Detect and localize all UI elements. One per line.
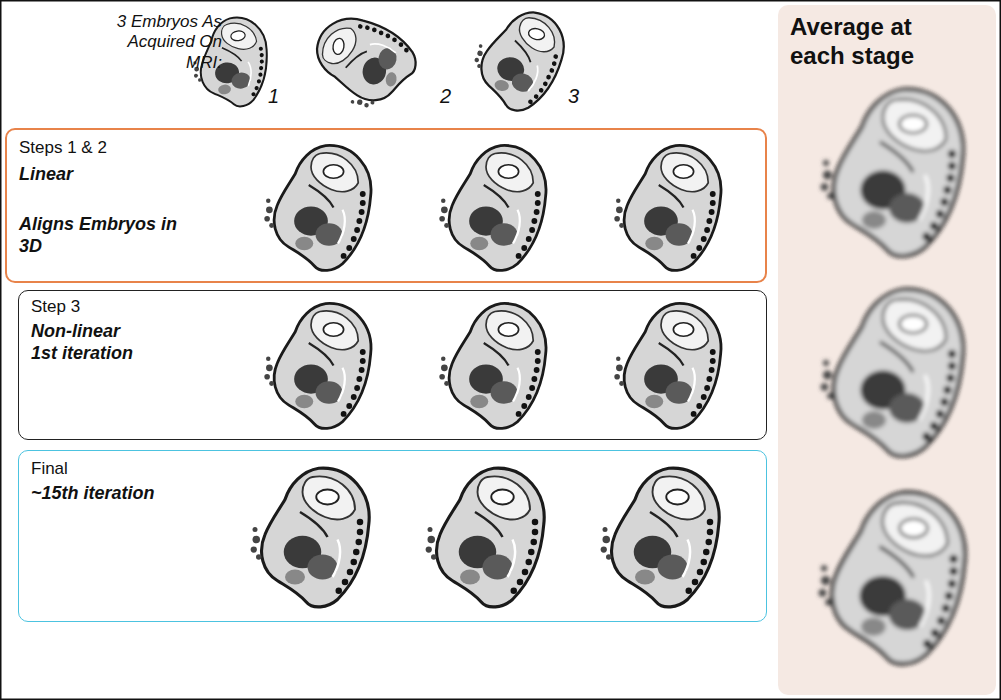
step-panel: Final ~15th iteration [18,450,767,622]
panel-text: ~15th iteration [31,483,231,505]
step-panel: Steps 1 & 2 LinearAligns Embryos in 3D [5,128,767,283]
average-panel: Average at each stage [778,5,996,695]
embryo-final [251,468,370,607]
panel-heading: Final [31,459,231,479]
embryo-raw [466,2,570,118]
panel-text: Linear [19,164,219,186]
embryo-number: 1 [268,84,288,108]
embryo-final [426,468,545,607]
embryo-average [821,89,963,256]
step-panel: Step 3 Non-linear 1st iteration [18,290,767,440]
embryo-raw [308,13,421,114]
embryo-nonlinear [614,303,721,428]
embryo-number: 3 [568,84,588,108]
panel-heading: Average at each stage [790,13,955,71]
panel-heading: Step 3 [31,297,231,317]
embryo-linear [614,145,721,270]
embryo-nonlinear [439,303,546,428]
panel-text: Non-linear 1st iteration [31,321,143,364]
embryo-nonlinear [264,303,371,428]
embryo-linear [264,145,371,270]
row-heading: 3 Embryos As Acquired On MRI: [100,12,222,73]
embryo-average [821,289,963,456]
embryo-average [819,493,965,664]
embryo-linear [439,145,546,270]
average-panel-fill [778,5,996,695]
embryo-number: 2 [440,84,460,108]
embryo-final [601,468,720,607]
panel-heading: Steps 1 & 2 [19,138,219,158]
panel-text: Aligns Embryos in 3D [19,214,179,257]
